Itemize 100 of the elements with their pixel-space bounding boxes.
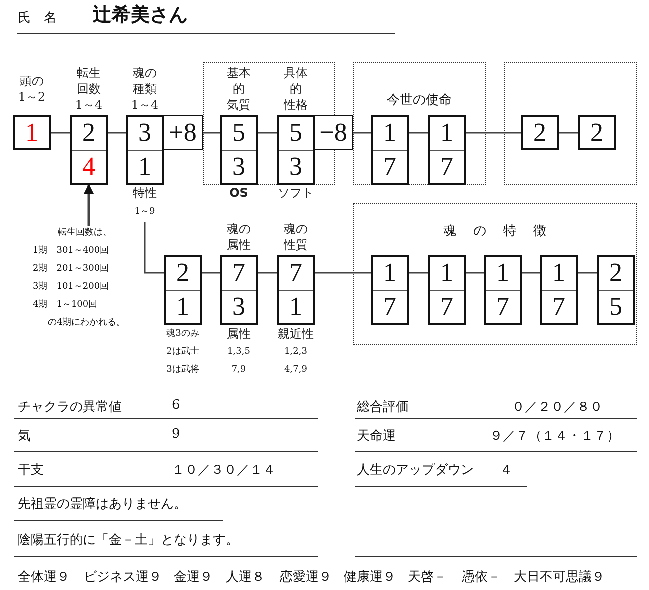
dotted-frame — [353, 62, 486, 185]
number: 1 — [382, 257, 398, 290]
connector-line — [466, 132, 521, 134]
number: 7 — [542, 290, 576, 323]
number-box — [521, 115, 559, 150]
group-heading: 今世の使命 — [386, 92, 453, 109]
connector-line — [353, 132, 371, 134]
number: 1 — [440, 117, 454, 150]
number-box — [484, 255, 522, 325]
connector-line — [51, 132, 70, 134]
number: 7 — [430, 150, 464, 183]
name-field: 辻希美さん — [93, 2, 188, 28]
connector-line — [258, 272, 277, 274]
column-heading: 魂の属性 — [227, 221, 251, 253]
connector-line — [203, 132, 220, 134]
number: 1 — [279, 290, 313, 323]
number-box — [540, 255, 578, 325]
connector-line — [144, 222, 164, 274]
note-text: 4期 1～100回 — [33, 298, 98, 311]
dotted-frame — [353, 203, 637, 345]
result-text: ビジネス運９ — [84, 569, 162, 586]
number-box — [428, 255, 466, 325]
result-text: 9 — [172, 427, 180, 442]
column-heading: 頭の1～2 — [18, 73, 46, 105]
number: +8 — [168, 116, 198, 148]
result-text: 人運８ — [226, 569, 265, 586]
number-box — [371, 115, 409, 185]
connector-line — [258, 132, 277, 134]
result-text: ０／２０／８０ — [512, 399, 603, 416]
number: 2 — [590, 117, 604, 148]
result-text: ４ — [500, 462, 513, 479]
number: 7 — [232, 257, 246, 290]
connector-line — [108, 132, 126, 134]
number-box — [578, 115, 616, 150]
node-label: 属性 — [227, 326, 251, 342]
number: 7 — [373, 290, 407, 323]
number: 2 — [82, 117, 96, 150]
result-text: 陰陽五行的に「金－土」となります。 — [18, 532, 239, 549]
note-text: の4期にわかれる。 — [48, 316, 126, 329]
group-heading: 魂 の 特 徴 — [442, 223, 548, 240]
result-text: 6 — [172, 398, 180, 413]
result-text: 全体運９ — [18, 569, 70, 586]
name-field: 氏 名 — [18, 9, 57, 27]
column-heading: 具体的性格 — [284, 65, 308, 113]
note-text: 1期 301～400回 — [33, 244, 110, 257]
result-text: 人生のアップダウン — [357, 462, 474, 479]
column-heading: 魂の種類1～4 — [131, 65, 159, 113]
node-label: 2は武士 — [166, 346, 200, 359]
number: 1 — [166, 290, 200, 323]
connector-line — [559, 132, 578, 134]
connector-line — [466, 272, 484, 274]
result-text: 大日不可思議９ — [514, 569, 605, 586]
number: 7 — [430, 290, 464, 323]
connector-line — [578, 272, 597, 274]
connector-line — [315, 272, 371, 274]
result-text: 気 — [18, 428, 31, 445]
connector-line — [202, 272, 220, 274]
number-box — [163, 115, 203, 150]
number-box — [597, 255, 635, 325]
node-label: 1,3,5 — [228, 346, 250, 359]
number: 1 — [552, 257, 566, 290]
column-heading: 基本的気質 — [227, 65, 251, 113]
number: 5 — [599, 290, 633, 323]
result-text: 総合評価 — [357, 399, 409, 416]
node-label: ソフト — [278, 185, 314, 201]
dotted-frame — [504, 62, 637, 185]
column-heading: 魂の性質 — [284, 221, 308, 253]
note-text: 転生回数は、 — [58, 226, 112, 239]
number: 5 — [232, 117, 246, 150]
number: 4 — [72, 150, 106, 183]
number-box — [371, 255, 409, 325]
node-label: 1,2,3 — [284, 346, 308, 359]
number: 7 — [486, 290, 520, 323]
number: 1 — [382, 117, 398, 150]
number: 1 — [24, 117, 40, 148]
number: 3 — [222, 150, 256, 183]
note-text: 3期 101～200回 — [33, 280, 110, 293]
node-label: 3は武将 — [166, 364, 200, 377]
result-text: 恋愛運９ — [280, 569, 332, 586]
number: 5 — [288, 117, 304, 150]
node-label: 親近性 — [278, 326, 314, 342]
result-text: チャクラの異常値 — [18, 399, 122, 416]
node-label: 1～9 — [134, 206, 156, 219]
result-text: １０／３０／１４ — [172, 462, 276, 479]
node-label: 4,7,9 — [284, 364, 308, 377]
node-label: 魂3のみ — [166, 328, 200, 341]
connector-line — [409, 272, 428, 274]
note-text: 2期 201～300回 — [33, 262, 110, 275]
result-text: 健康運９ — [344, 569, 396, 586]
number: 2 — [532, 117, 548, 148]
node-label: 特性 — [133, 185, 157, 201]
number: 7 — [288, 257, 304, 290]
result-text: 憑依－ — [462, 569, 501, 586]
number: −8 — [318, 116, 348, 148]
result-text: ９／７（１４・１７） — [490, 428, 620, 445]
number: 2 — [608, 257, 624, 290]
result-text: 先祖霊の霊障はありません。 — [18, 496, 187, 513]
node-label: OS — [230, 185, 248, 201]
number: 7 — [373, 150, 407, 183]
number: 3 — [279, 150, 313, 183]
